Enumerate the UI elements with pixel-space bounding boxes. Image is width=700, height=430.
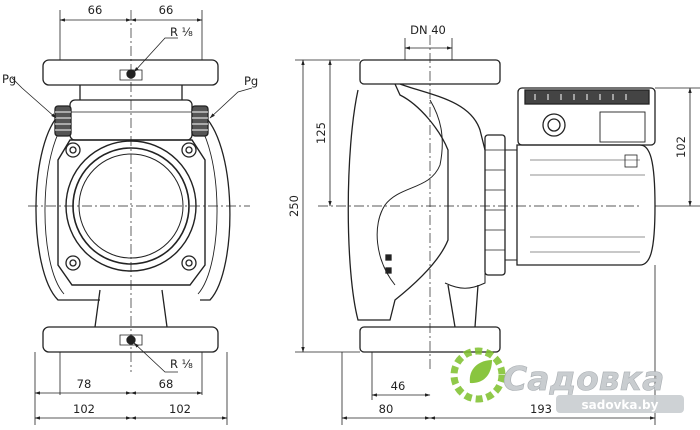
dim-height-125: 125 <box>314 122 328 144</box>
watermark-site-badge <box>556 395 684 413</box>
front-bottom-flange <box>42 326 219 353</box>
side-pump-body <box>347 83 449 321</box>
front-motor-flange <box>57 139 206 286</box>
dim-dn40: DN 40 <box>410 23 446 37</box>
side-top-flange <box>359 59 501 85</box>
dim-bottom-outer-left: 102 <box>73 402 95 416</box>
side-control-head <box>517 87 656 146</box>
side-control-display-marks <box>534 94 627 100</box>
front-view <box>28 10 250 372</box>
dim-height-250: 250 <box>287 195 301 217</box>
dim-bottom-inner-right: 68 <box>159 377 174 391</box>
dim-top-right: 66 <box>159 3 174 17</box>
cable-gland-left <box>54 105 72 137</box>
thread-label-bottom: R ⅛ <box>170 357 193 371</box>
front-bolts <box>65 142 197 271</box>
dim-bottom-outer-right: 102 <box>169 402 191 416</box>
gauge-label-right: Pg <box>244 74 258 88</box>
front-housing-outline <box>35 111 231 301</box>
side-control-knob <box>542 113 566 137</box>
side-flange-teeth <box>485 149 505 251</box>
dim-46: 46 <box>391 379 406 393</box>
watermark-brand: Садовка <box>503 359 664 398</box>
gauge-label-left: Pg <box>2 72 16 86</box>
front-dimensions <box>11 10 253 425</box>
side-motor-body <box>516 144 656 266</box>
side-volute-top <box>399 83 486 151</box>
dim-bottom-inner-left: 78 <box>77 377 92 391</box>
front-bottom-plug <box>126 335 136 345</box>
watermark-site: sadovka.by <box>582 398 659 412</box>
cable-gland-right <box>191 105 209 137</box>
dim-193: 193 <box>530 402 552 416</box>
gear-leaf-icon <box>450 347 506 403</box>
front-bottom-neck <box>94 289 168 328</box>
front-motor-outer-circle <box>65 140 197 272</box>
side-coupling-flange <box>484 134 506 276</box>
side-dimensions <box>295 38 700 425</box>
dim-top-left: 66 <box>88 3 103 17</box>
front-top-flange <box>42 59 219 86</box>
front-top-neck <box>79 85 183 100</box>
side-volute-curve <box>376 99 443 286</box>
side-view <box>318 35 656 372</box>
front-motor-inner-circle <box>72 147 190 265</box>
front-top-plug <box>126 69 136 79</box>
side-bottom-flange <box>359 326 501 353</box>
thread-label-top: R ⅛ <box>170 25 193 39</box>
dim-motor-102: 102 <box>674 136 688 158</box>
dim-80: 80 <box>379 402 394 416</box>
side-bottom-neck <box>447 284 479 328</box>
front-rotor-circle <box>78 153 184 259</box>
watermark: Садовка sadovka.by <box>450 347 684 413</box>
